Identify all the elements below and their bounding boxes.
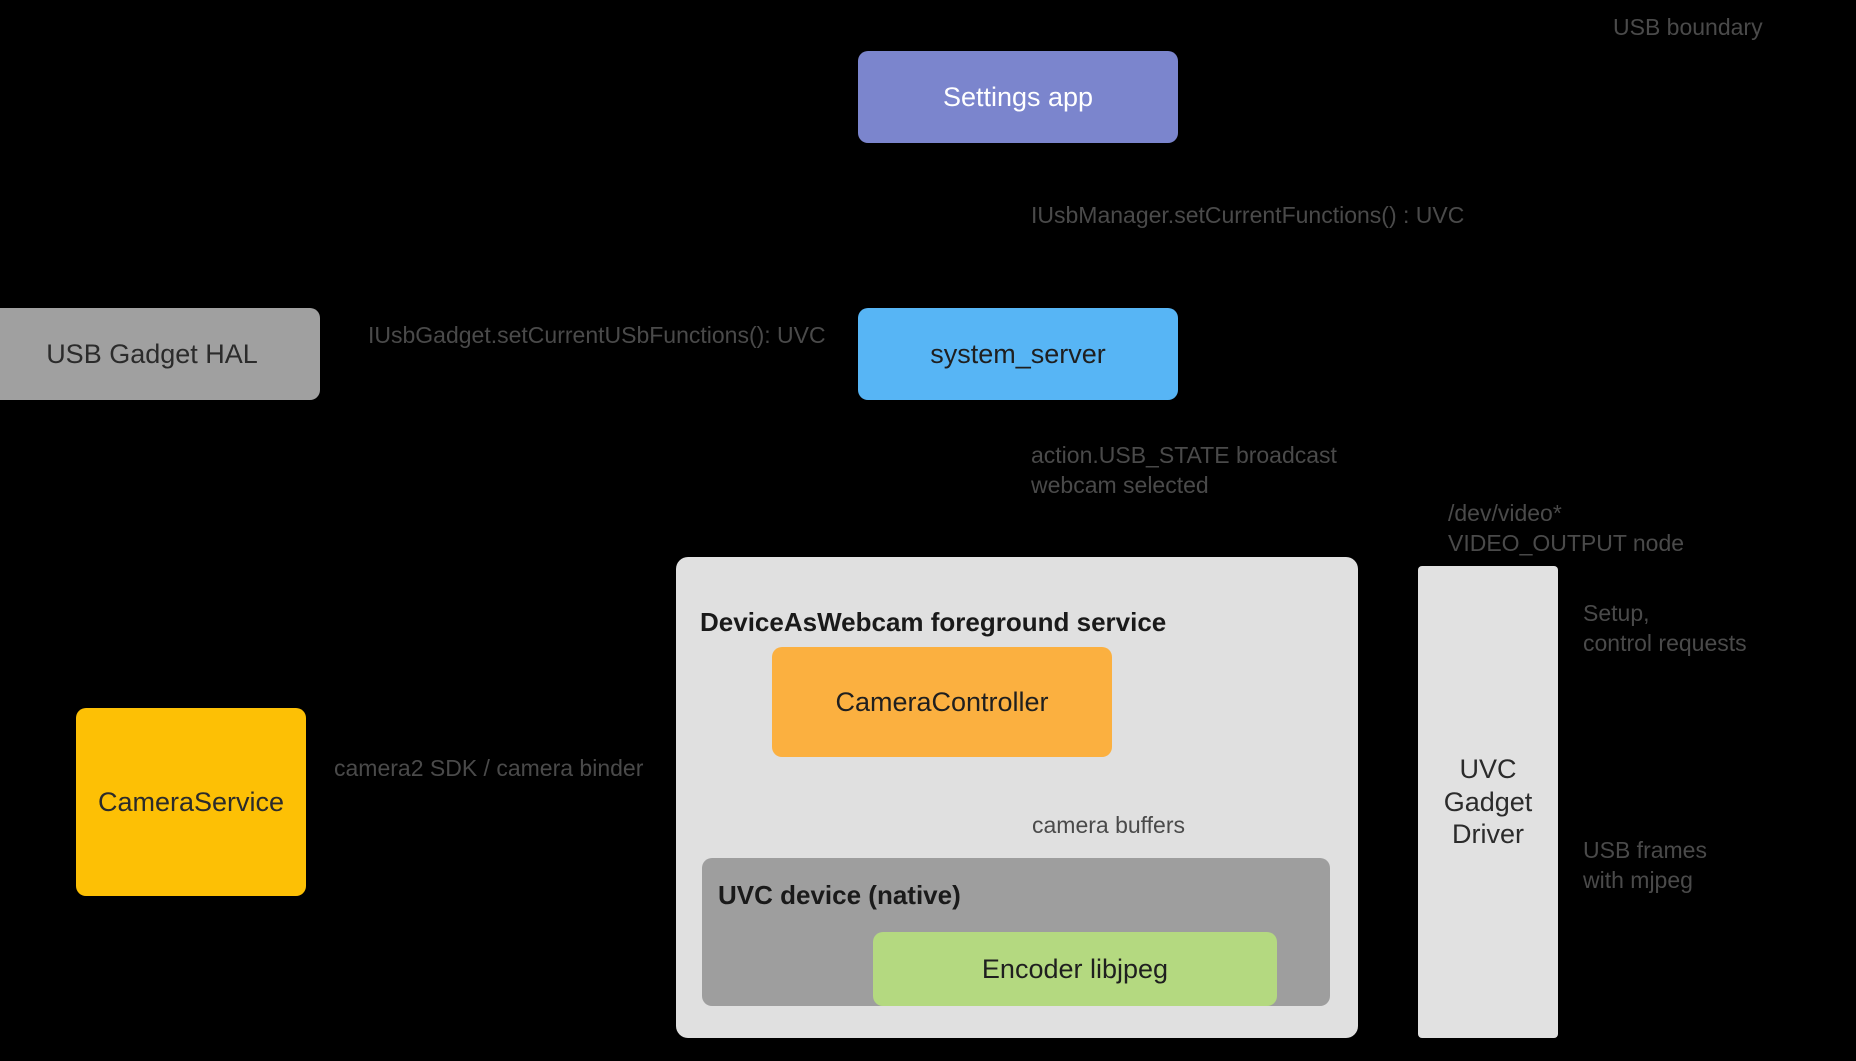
node-encoder-libjpeg[interactable]: Encoder libjpeg	[873, 932, 1277, 1006]
setup-control-requests-label: Setup, control requests	[1583, 600, 1747, 657]
dev-video-node-label: /dev/video* VIDEO_OUTPUT node	[1448, 500, 1685, 557]
uvc-device-native-title: UVC device (native)	[718, 880, 961, 910]
node-camera-service[interactable]: CameraService	[76, 708, 306, 896]
iusbgadget-call-label: IUsbGadget.setCurrentUSbFunctions(): UVC	[368, 322, 826, 348]
node-settings-app[interactable]: Settings app	[858, 51, 1178, 143]
node-camera-controller[interactable]: CameraController	[772, 647, 1112, 757]
camera2-binder-label: camera2 SDK / camera binder	[334, 755, 644, 781]
iusbmanager-call-label: IUsbManager.setCurrentFunctions() : UVC	[1031, 202, 1465, 228]
usb-frames-mjpeg-label: USB frames with mjpeg	[1583, 837, 1707, 894]
usb-boundary-label: USB boundary	[1613, 14, 1763, 40]
camera-buffers-label: camera buffers	[1032, 812, 1185, 838]
node-uvc-gadget-driver[interactable]: UVC Gadget Driver	[1418, 566, 1558, 1038]
usb-state-broadcast-label: action.USB_STATE broadcast webcam select…	[1031, 442, 1337, 499]
deviceaswebcam-service-title: DeviceAsWebcam foreground service	[700, 607, 1167, 637]
node-usb-gadget-hal[interactable]: USB Gadget HAL	[0, 308, 320, 400]
node-system-server[interactable]: system_server	[858, 308, 1178, 400]
